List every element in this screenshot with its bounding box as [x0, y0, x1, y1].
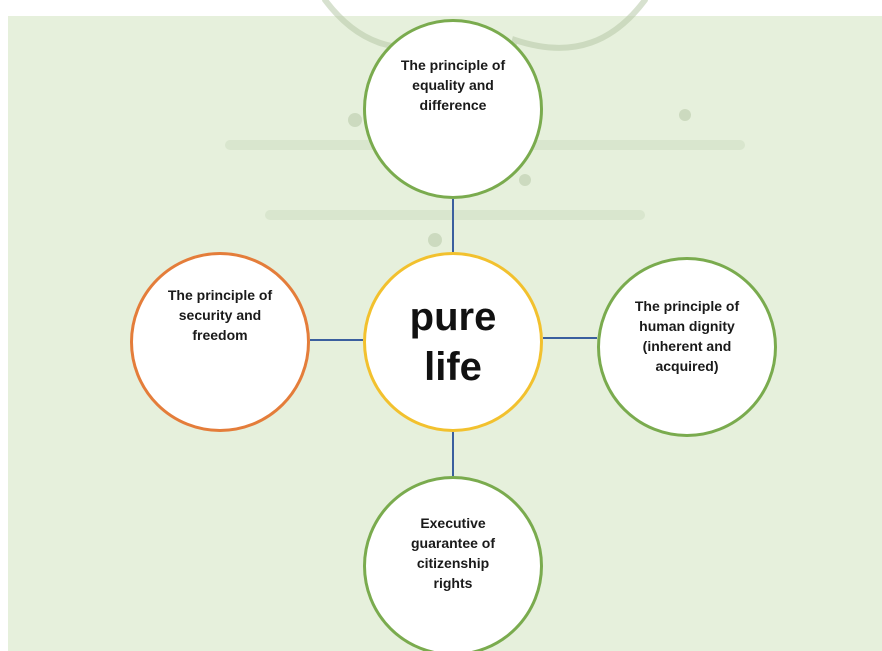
pure-life-label: pure life — [409, 295, 497, 389]
executive-guarantee-label: Executive guarantee of citizenship right… — [410, 515, 495, 591]
principle-equality-label: The principle of equality and difference — [400, 57, 506, 113]
principle-security-label: The principle of security and freedom — [167, 287, 273, 343]
principle-equality-node: The principle of equality and difference — [363, 19, 543, 199]
pure-life-center-node: pure life — [363, 252, 543, 432]
executive-guarantee-node: Executive guarantee of citizenship right… — [363, 476, 543, 651]
principle-dignity-label: The principle of human dignity (inherent… — [634, 298, 740, 374]
principle-dignity-node: The principle of human dignity (inherent… — [597, 257, 777, 437]
principle-security-node: The principle of security and freedom — [130, 252, 310, 432]
